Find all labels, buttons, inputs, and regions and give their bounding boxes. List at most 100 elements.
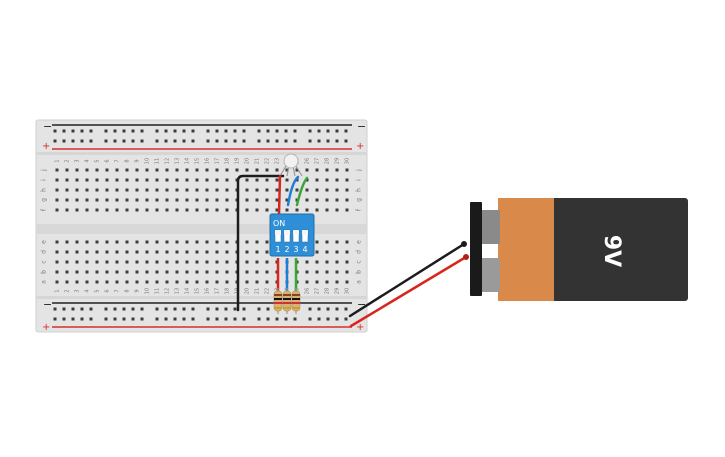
rail-hole[interactable] (113, 307, 117, 311)
rail-hole[interactable] (215, 307, 219, 311)
breadboard-hole[interactable] (185, 198, 189, 202)
breadboard-hole[interactable] (105, 208, 109, 212)
breadboard-hole[interactable] (85, 260, 89, 264)
rail-hole[interactable] (164, 139, 168, 143)
rail-hole[interactable] (113, 317, 117, 321)
breadboard-hole[interactable] (165, 270, 169, 274)
breadboard-hole[interactable] (225, 188, 229, 192)
breadboard-hole[interactable] (135, 280, 139, 284)
rail-hole[interactable] (206, 307, 210, 311)
rail-hole[interactable] (131, 307, 135, 311)
rail-hole[interactable] (131, 129, 135, 133)
breadboard-hole[interactable] (95, 188, 99, 192)
breadboard-hole[interactable] (115, 198, 119, 202)
breadboard-hole[interactable] (215, 250, 219, 254)
breadboard-hole[interactable] (185, 208, 189, 212)
breadboard-hole[interactable] (125, 240, 129, 244)
rail-hole[interactable] (71, 139, 75, 143)
resistors[interactable] (273, 288, 301, 314)
breadboard-hole[interactable] (155, 280, 159, 284)
breadboard-hole[interactable] (145, 168, 149, 172)
breadboard-hole[interactable] (105, 178, 109, 182)
breadboard-hole[interactable] (325, 178, 329, 182)
rail-hole[interactable] (104, 139, 108, 143)
breadboard-hole[interactable] (245, 188, 249, 192)
rail-hole[interactable] (89, 139, 93, 143)
breadboard-hole[interactable] (85, 168, 89, 172)
breadboard-hole[interactable] (175, 188, 179, 192)
breadboard-hole[interactable] (65, 168, 69, 172)
rail-hole[interactable] (182, 307, 186, 311)
breadboard-hole[interactable] (85, 198, 89, 202)
rail-hole[interactable] (317, 307, 321, 311)
breadboard-hole[interactable] (315, 208, 319, 212)
breadboard-hole[interactable] (165, 168, 169, 172)
breadboard-hole[interactable] (55, 240, 59, 244)
breadboard-hole[interactable] (215, 208, 219, 212)
breadboard-hole[interactable] (185, 260, 189, 264)
rail-hole[interactable] (80, 129, 84, 133)
breadboard-hole[interactable] (105, 250, 109, 254)
black-jumper-wire[interactable] (236, 174, 285, 312)
breadboard-hole[interactable] (315, 260, 319, 264)
breadboard-hole[interactable] (265, 240, 269, 244)
rail-hole[interactable] (122, 307, 126, 311)
rail-hole[interactable] (335, 129, 339, 133)
breadboard-hole[interactable] (215, 270, 219, 274)
breadboard-hole[interactable] (195, 188, 199, 192)
breadboard-hole[interactable] (55, 280, 59, 284)
rail-hole[interactable] (326, 307, 330, 311)
breadboard-hole[interactable] (195, 208, 199, 212)
rail-hole[interactable] (122, 139, 126, 143)
breadboard-hole[interactable] (175, 178, 179, 182)
rail-hole[interactable] (326, 129, 330, 133)
breadboard-hole[interactable] (155, 178, 159, 182)
breadboard-hole[interactable] (285, 168, 289, 172)
breadboard-hole[interactable] (175, 270, 179, 274)
breadboard-hole[interactable] (135, 270, 139, 274)
rail-hole[interactable] (206, 129, 210, 133)
rail-hole[interactable] (155, 139, 159, 143)
breadboard-hole[interactable] (175, 280, 179, 284)
breadboard-hole[interactable] (225, 240, 229, 244)
breadboard-hole[interactable] (105, 260, 109, 264)
breadboard-hole[interactable] (275, 168, 279, 172)
battery-red-lead[interactable] (349, 255, 468, 328)
rail-hole[interactable] (173, 307, 177, 311)
breadboard-hole[interactable] (205, 188, 209, 192)
breadboard-hole[interactable] (335, 270, 339, 274)
breadboard-hole[interactable] (115, 260, 119, 264)
breadboard-hole[interactable] (295, 208, 299, 212)
breadboard-hole[interactable] (305, 208, 309, 212)
breadboard-hole[interactable] (145, 198, 149, 202)
breadboard-hole[interactable] (155, 198, 159, 202)
rail-hole[interactable] (71, 317, 75, 321)
breadboard-hole[interactable] (205, 178, 209, 182)
breadboard-hole[interactable] (185, 240, 189, 244)
breadboard-hole[interactable] (195, 270, 199, 274)
rail-hole[interactable] (266, 317, 270, 321)
breadboard-hole[interactable] (95, 280, 99, 284)
breadboard-hole[interactable] (345, 250, 349, 254)
breadboard-hole[interactable] (65, 250, 69, 254)
breadboard-hole[interactable] (325, 198, 329, 202)
breadboard-hole[interactable] (125, 198, 129, 202)
rail-hole[interactable] (275, 129, 279, 133)
breadboard-hole[interactable] (325, 280, 329, 284)
rail-hole[interactable] (113, 129, 117, 133)
rail-hole[interactable] (104, 317, 108, 321)
breadboard-hole[interactable] (135, 168, 139, 172)
breadboard-hole[interactable] (75, 270, 79, 274)
rail-hole[interactable] (215, 139, 219, 143)
breadboard-hole[interactable] (55, 270, 59, 274)
breadboard-hole[interactable] (245, 240, 249, 244)
breadboard-hole[interactable] (185, 168, 189, 172)
breadboard-hole[interactable] (325, 250, 329, 254)
breadboard-hole[interactable] (155, 260, 159, 264)
breadboard-hole[interactable] (115, 270, 119, 274)
breadboard-hole[interactable] (115, 168, 119, 172)
breadboard-hole[interactable] (335, 250, 339, 254)
rail-hole[interactable] (266, 139, 270, 143)
breadboard-hole[interactable] (135, 260, 139, 264)
